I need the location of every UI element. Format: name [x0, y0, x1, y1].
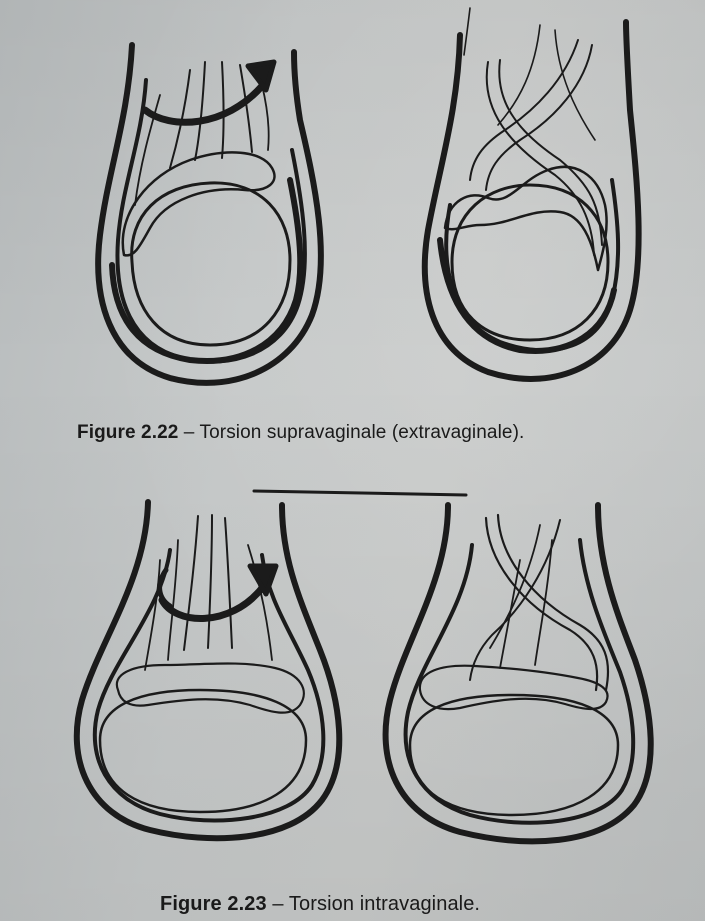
fig-2-23-left-drawing	[77, 502, 339, 838]
testis	[100, 690, 306, 812]
caption-separator: –	[267, 893, 289, 915]
figure-2-22-caption: Figure 2.22 – Torsion supravaginale (ext…	[77, 422, 524, 444]
arrow-left-hook	[160, 570, 170, 606]
twisted-cord-fibre-6	[498, 25, 540, 125]
outer-scrotal-wall	[425, 22, 639, 379]
figure-divider	[254, 491, 466, 495]
figure-number: Figure 2.23	[160, 893, 267, 915]
tunica-thick-band	[440, 240, 614, 351]
fig-2-22-left-drawing	[98, 45, 321, 383]
tunica-vaginalis	[406, 540, 634, 823]
twisted-cord-fibre-2	[487, 62, 594, 255]
fig-2-22-right-drawing	[425, 8, 639, 379]
testis	[410, 695, 618, 815]
twisted-cord-fibre-3	[470, 40, 578, 180]
torsion-arrow-shaft	[162, 588, 262, 618]
figure-2-23-caption: Figure 2.23 – Torsion intravaginale.	[160, 893, 480, 916]
figure-title: Torsion intravaginale.	[289, 893, 480, 915]
twisted-cord-fibre-5	[464, 8, 470, 55]
twisted-cord-fibre-5	[535, 540, 552, 665]
cord-fibre-2	[208, 515, 212, 648]
figure-number: Figure 2.22	[77, 422, 178, 443]
figure-title: Torsion supravaginale (extravaginale).	[200, 422, 525, 443]
torsion-arrow-head	[248, 62, 274, 90]
cord-fibre-6	[262, 85, 269, 150]
twisted-cord-fibre-6	[500, 560, 520, 668]
caption-separator: –	[178, 422, 199, 443]
fig-2-23-right-drawing	[386, 505, 651, 841]
testis	[132, 183, 290, 345]
cord-fibre-4	[240, 65, 252, 152]
cord-fibre-3	[222, 62, 224, 158]
cord-fibre-1	[184, 516, 198, 650]
testis	[452, 185, 608, 340]
epididymis	[123, 152, 275, 255]
cord-fibre-2	[195, 62, 205, 160]
cord-fibre-3	[225, 518, 232, 648]
